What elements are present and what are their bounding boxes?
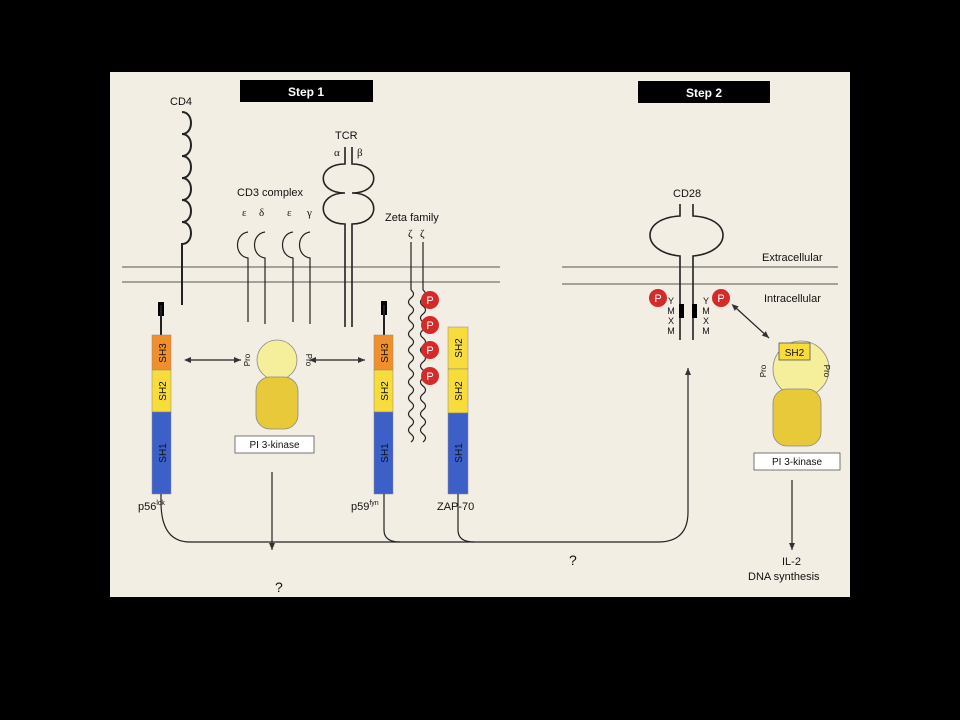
phosphate-icon (421, 341, 439, 359)
zeta-family-label: Zeta family (385, 212, 439, 224)
il2-label: IL-2 (782, 556, 801, 568)
svg-text:SH2: SH2 (454, 338, 465, 358)
svg-text:M: M (702, 306, 710, 316)
svg-text:SH3: SH3 (380, 343, 391, 363)
svg-text:Pro: Pro (243, 353, 252, 366)
zeta-chains (407, 242, 427, 443)
tcr-receptor (322, 147, 375, 327)
svg-text:P: P (426, 345, 433, 357)
svg-text:PI 3-kinase: PI 3-kinase (772, 457, 822, 468)
svg-text:P: P (426, 320, 433, 332)
cd4-receptor (158, 111, 192, 316)
svg-text:Pro: Pro (822, 365, 831, 378)
zap70-kinase: SH2 SH2 SH1 (447, 326, 469, 495)
tcr-beta-label: β (357, 147, 363, 159)
svg-text:δ: δ (259, 207, 264, 219)
svg-text:SH1: SH1 (158, 443, 169, 463)
extracellular-label: Extracellular (762, 252, 823, 264)
svg-text:SH1: SH1 (454, 443, 465, 463)
cd4-label: CD4 (170, 96, 192, 108)
phosphate-icon (421, 367, 439, 385)
zap70-label: ZAP-70 (437, 501, 474, 513)
svg-text:SH2: SH2 (785, 348, 805, 359)
question-mark-pathway: ? (569, 552, 577, 568)
svg-text:Step 2: Step 2 (686, 86, 722, 100)
svg-text:Pro: Pro (304, 354, 313, 367)
svg-text:P: P (426, 371, 433, 383)
svg-text:P: P (426, 295, 433, 307)
pi3k-step2: SH2 Pro Pro PI 3-kinase (753, 340, 841, 471)
svg-text:X: X (703, 316, 709, 326)
zeta-phosphates: P P P P (421, 291, 439, 385)
svg-text:PI 3-kinase: PI 3-kinase (249, 440, 299, 451)
cd3-chain-labels: ε δ ε γ (242, 207, 312, 219)
cd28-ymxm-motif-right: Y M X M (702, 296, 710, 336)
dna-synthesis-label: DNA synthesis (748, 571, 820, 583)
phosphate-icon (421, 291, 439, 309)
svg-text:Step 1: Step 1 (288, 85, 324, 99)
step1-header: Step 1 (240, 80, 373, 102)
sh2-domain (778, 342, 811, 361)
svg-text:Y: Y (668, 296, 674, 306)
signaling-diagram: Step 1 Step 2 Extracellular Intracellula… (122, 80, 841, 595)
phosphate-icon (712, 289, 730, 307)
svg-text:SH3: SH3 (158, 343, 169, 363)
phosphate-icon (421, 316, 439, 334)
cd28-ymxm-motif-left: Y M X M (667, 296, 675, 336)
tcr-alpha-label: α (334, 147, 340, 159)
svg-text:ε: ε (242, 207, 247, 219)
svg-text:M: M (702, 326, 710, 336)
svg-text:P: P (654, 293, 661, 305)
signaling-diagram-panel: Step 1 Step 2 Extracellular Intracellula… (110, 72, 850, 597)
phosphate-icon (649, 289, 667, 307)
svg-text:P: P (717, 293, 724, 305)
cd28-phosphates: P P (649, 289, 730, 307)
cd3-complex-label: CD3 complex (237, 187, 304, 199)
p59fyn-label: p59fyn (351, 500, 379, 513)
zeta-chain-label-2: ζ (420, 228, 425, 240)
step2-header: Step 2 (638, 81, 770, 103)
interaction-arrow-cd28-pi3k (731, 303, 770, 339)
intracellular-label: Intracellular (764, 293, 821, 305)
svg-text:ε: ε (287, 207, 292, 219)
cd28-receptor (649, 204, 724, 340)
cd3-chains (236, 231, 311, 324)
svg-text:M: M (667, 326, 675, 336)
question-mark-step1: ? (275, 579, 283, 595)
svg-text:SH2: SH2 (454, 381, 465, 401)
pi3k-step1: Pro Pro PI 3-kinase (234, 339, 315, 454)
svg-text:γ: γ (306, 207, 312, 219)
svg-text:SH2: SH2 (380, 381, 391, 401)
cd28-label: CD28 (673, 188, 701, 200)
membrane-left (122, 266, 500, 283)
zeta-chain-label-1: ζ (408, 228, 413, 240)
svg-text:SH2: SH2 (158, 381, 169, 401)
svg-text:M: M (667, 306, 675, 316)
p56lck-kinase: SH3 SH2 SH1 (151, 305, 172, 495)
p59fyn-kinase: SH3 SH2 SH1 (373, 301, 394, 495)
svg-text:Y: Y (703, 296, 709, 306)
membrane-right (562, 266, 838, 285)
tcr-label: TCR (335, 130, 358, 142)
signal-pathway-lines (160, 368, 691, 550)
svg-text:Pro: Pro (759, 364, 768, 377)
svg-text:X: X (668, 316, 674, 326)
svg-text:SH1: SH1 (380, 443, 391, 463)
